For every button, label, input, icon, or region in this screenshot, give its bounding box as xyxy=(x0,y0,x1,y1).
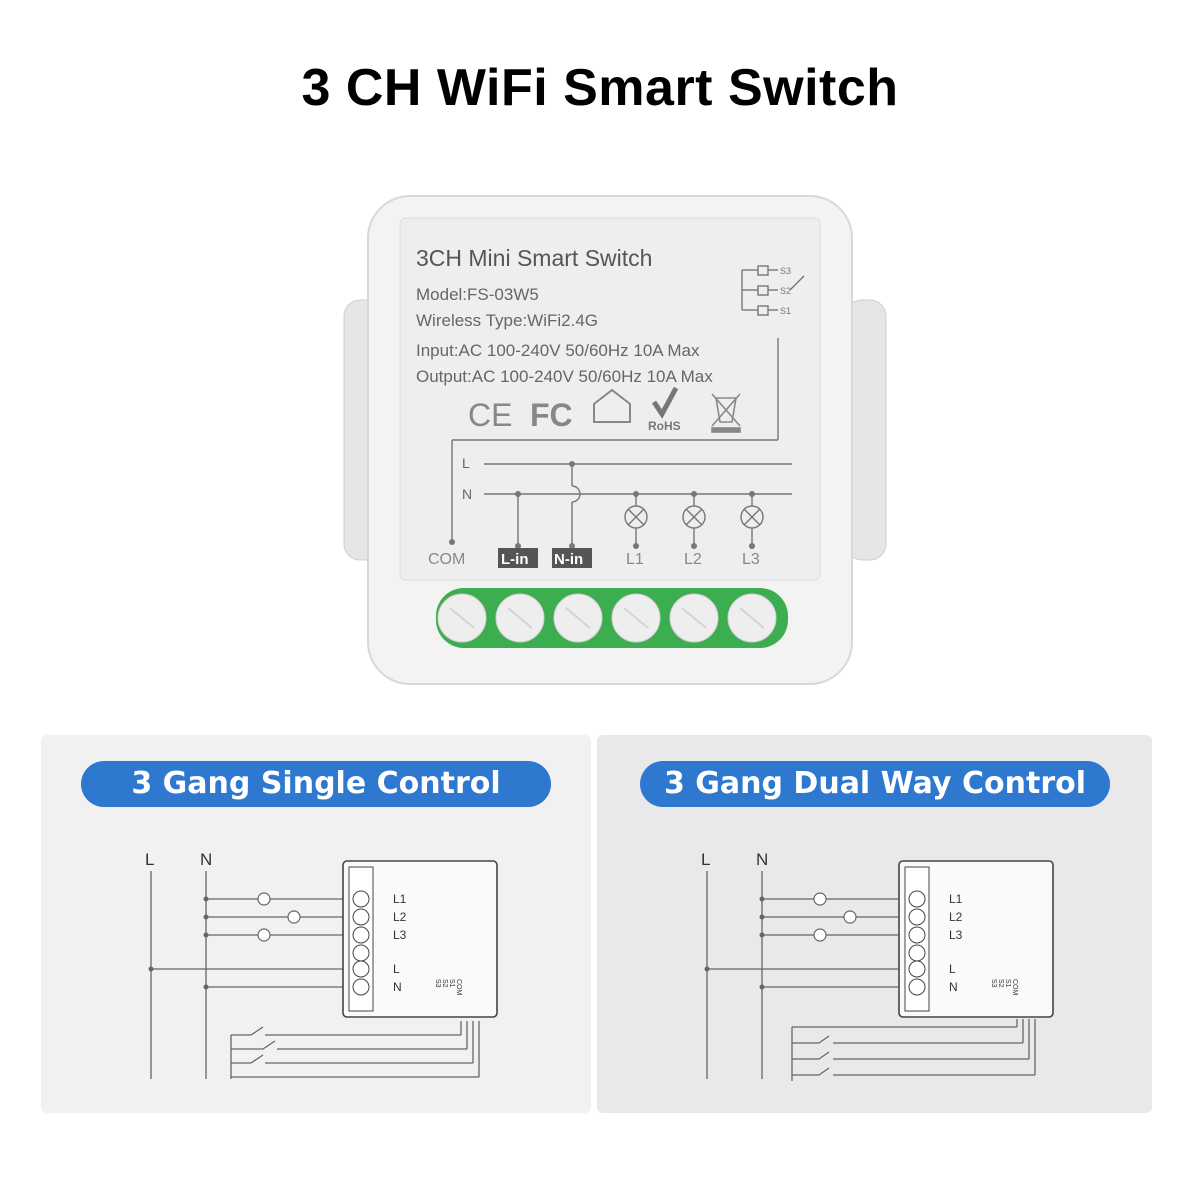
terminal-l3-label: L3 xyxy=(742,551,760,568)
single-lamps xyxy=(257,892,301,942)
dual-l3: L3 xyxy=(949,928,963,942)
rohs-mark: RoHS xyxy=(648,419,681,433)
single-s1: S1 xyxy=(448,979,455,988)
dual-control-panel: 3 Gang Dual Way Control xyxy=(597,735,1152,1113)
single-module xyxy=(342,860,498,1018)
switch-input-terminals xyxy=(452,265,805,441)
single-control-diagram: L N L1 L2 L3 L N COM S1 S2 S3 xyxy=(41,835,596,1113)
s3-label: S3 xyxy=(780,266,791,276)
device-title: 3CH Mini Smart Switch xyxy=(416,245,652,271)
single-junctions xyxy=(148,896,209,990)
s1-label: S1 xyxy=(780,306,791,316)
dual-wires xyxy=(706,871,1036,1081)
single-l1: L1 xyxy=(393,892,407,906)
single-l-label: L xyxy=(145,850,154,869)
terminal-l2-label: L2 xyxy=(684,551,702,568)
dual-s1: S1 xyxy=(1004,979,1011,988)
terminal-com-label: COM xyxy=(428,551,465,568)
dual-module xyxy=(898,860,1054,1018)
s2-label: S2 xyxy=(780,286,791,296)
single-tn: N xyxy=(393,980,402,994)
single-module-screws xyxy=(352,890,370,996)
dual-l1: L1 xyxy=(949,892,963,906)
device-label-area xyxy=(399,217,821,581)
dual-module-screws xyxy=(908,890,926,996)
device-illustration: 3CH Mini Smart Switch Model:FS-03W5 Wire… xyxy=(343,195,887,685)
indoor-use-icon xyxy=(593,388,631,423)
device-output: Output:AC 100-240V 50/60Hz 10A Max xyxy=(416,367,713,386)
dual-l2: L2 xyxy=(949,910,963,924)
terminal-lin-badge xyxy=(498,548,538,568)
single-l2: L2 xyxy=(393,910,407,924)
single-s2: S2 xyxy=(441,979,448,988)
dual-junctions xyxy=(704,896,765,990)
single-tl: L xyxy=(393,962,400,976)
ce-mark: CE xyxy=(468,397,512,433)
single-com: COM xyxy=(455,979,462,996)
terminal-l1-label: L1 xyxy=(626,551,644,568)
terminal-nin-badge xyxy=(552,548,592,568)
dual-s2: S2 xyxy=(997,979,1004,988)
dual-tl: L xyxy=(949,962,956,976)
terminal-lin-label: L-in xyxy=(501,551,529,568)
smart-switch-device: 3CH Mini Smart Switch Model:FS-03W5 Wire… xyxy=(330,190,890,690)
dual-control-diagram: L N L1 L2 L3 L N COM S1 S2 S3 xyxy=(597,835,1152,1113)
single-control-title: 3 Gang Single Control xyxy=(81,761,551,807)
dual-control-title: 3 Gang Dual Way Control xyxy=(640,761,1110,807)
weee-bin-icon xyxy=(711,393,741,433)
screw-slots xyxy=(449,607,765,629)
rohs-check-icon xyxy=(651,386,679,419)
device-wireless: Wireless Type:WiFi2.4G xyxy=(416,311,598,330)
dual-com: COM xyxy=(1011,979,1018,996)
single-control-panel: 3 Gang Single Control xyxy=(41,735,591,1113)
single-l3: L3 xyxy=(393,928,407,942)
device-input: Input:AC 100-240V 50/60Hz 10A Max xyxy=(416,341,700,360)
single-wiring-svg: L N L1 L2 L3 L N COM S1 S2 S3 xyxy=(145,850,498,1079)
device-model: Model:FS-03W5 xyxy=(416,285,539,304)
page-title: 3 CH WiFi Smart Switch xyxy=(301,59,899,117)
device-junction-dots xyxy=(449,461,755,549)
dual-n-label: N xyxy=(756,850,768,869)
dual-lamps xyxy=(813,892,857,942)
fc-mark: FC xyxy=(530,397,573,433)
dual-wiring-svg: L N L1 L2 L3 L N COM S1 S2 S3 xyxy=(701,850,1054,1081)
single-n-label: N xyxy=(200,850,212,869)
dual-tn: N xyxy=(949,980,958,994)
single-wires xyxy=(150,871,480,1079)
single-s3: S3 xyxy=(434,979,441,988)
dual-l-label: L xyxy=(701,850,710,869)
dual-s3: S3 xyxy=(990,979,997,988)
terminal-nin-label: N-in xyxy=(554,551,583,568)
line-n-label: N xyxy=(462,486,472,502)
line-l-label: L xyxy=(462,455,470,471)
